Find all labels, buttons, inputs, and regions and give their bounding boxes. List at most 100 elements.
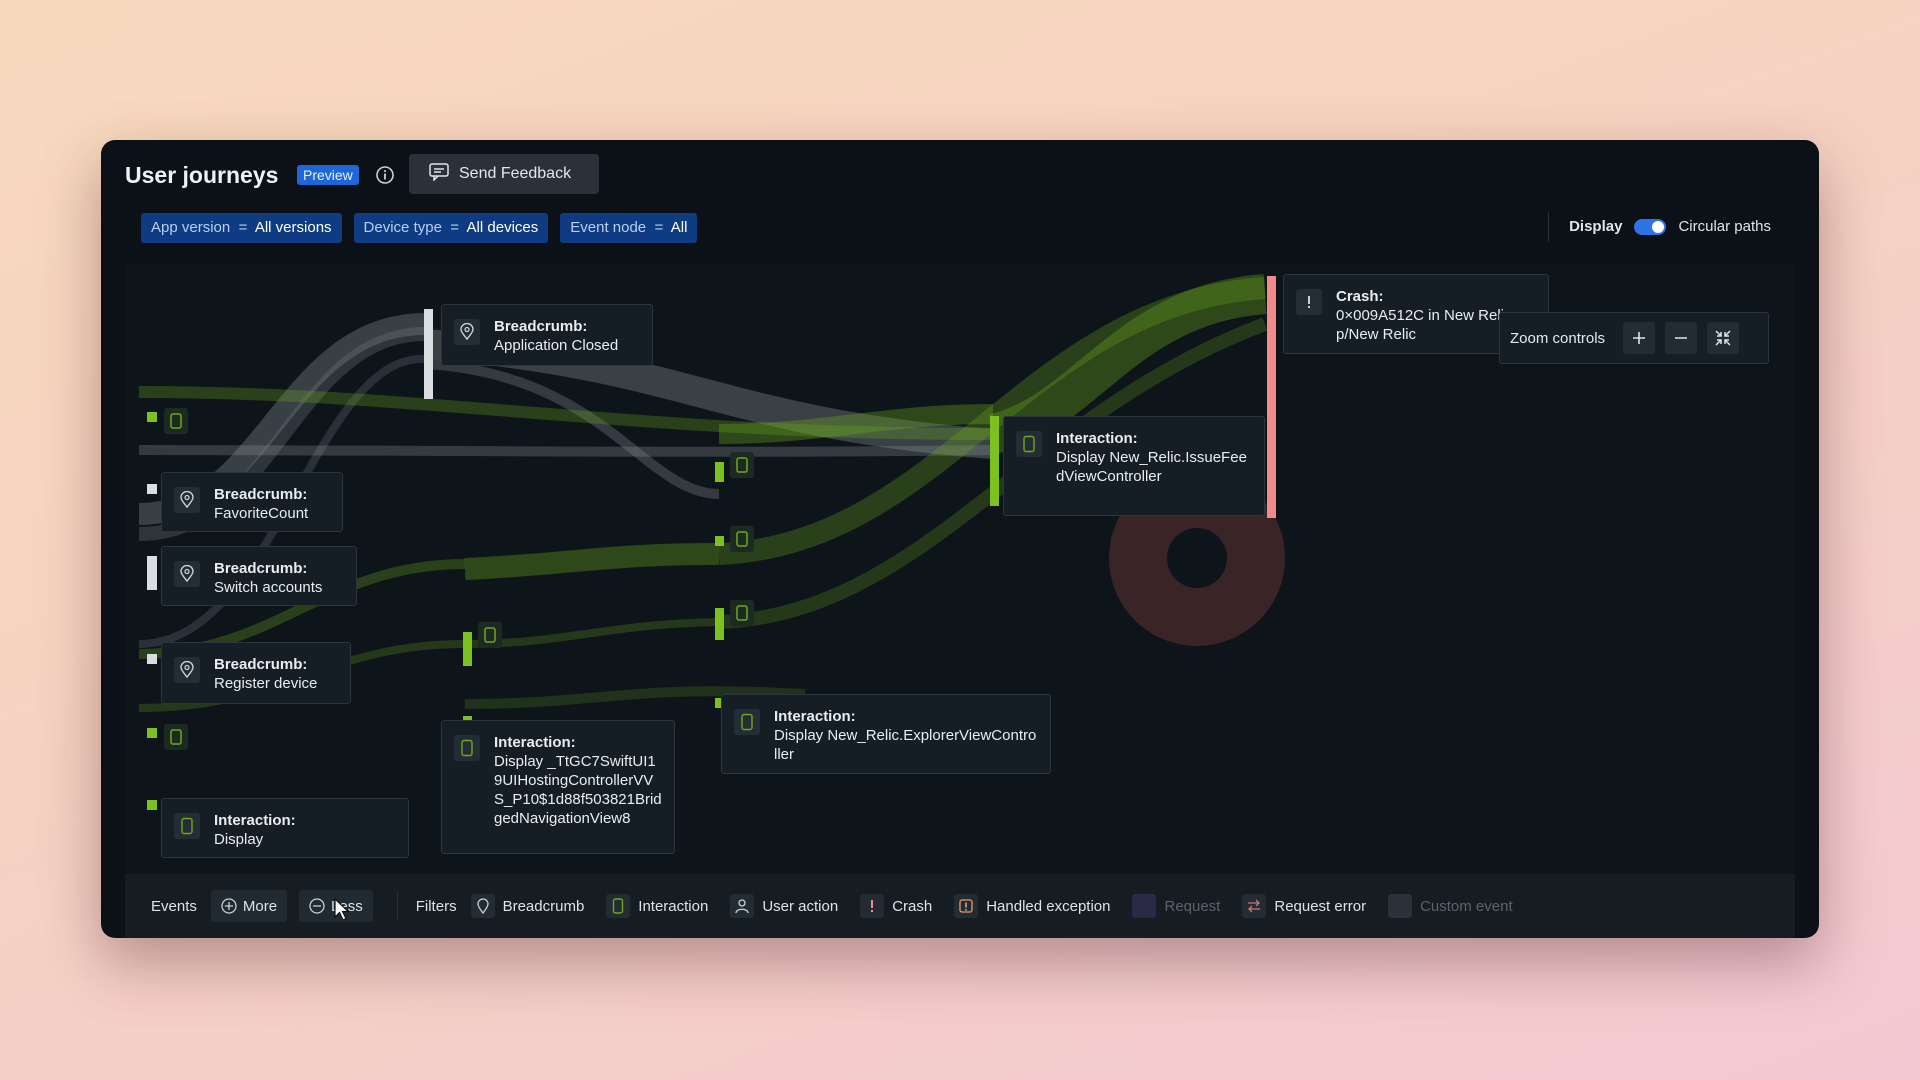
collapse-arrows-icon	[1715, 330, 1731, 346]
swap-arrows-icon	[1242, 894, 1267, 918]
zoom-controls: Zoom controls	[1499, 312, 1769, 364]
request-icon	[1132, 894, 1157, 918]
filter-label: Interaction	[638, 897, 709, 915]
filter-value: All devices	[466, 219, 539, 236]
send-feedback-label: Send Feedback	[459, 165, 572, 182]
filter-custom-event[interactable]: Custom event	[1388, 894, 1513, 918]
zoom-label: Zoom controls	[1510, 329, 1606, 347]
zoom-out-button[interactable]	[1665, 322, 1698, 354]
node-description: Display _TtGC7SwiftUI19UIHostingControll…	[494, 753, 662, 827]
preview-badge: Preview	[297, 165, 359, 185]
divider	[1548, 212, 1549, 242]
node-breadcrumb-favoritecount[interactable]: Breadcrumb: FavoriteCount	[161, 472, 343, 532]
flow-path	[138, 445, 994, 457]
node-interaction-explorer-view[interactable]: Interaction: Display New_Relic.ExplorerV…	[721, 694, 1051, 774]
phone-icon[interactable]	[730, 452, 754, 478]
interaction-bar	[715, 608, 724, 640]
node-breadcrumb-switch-accounts[interactable]: Breadcrumb: Switch accounts	[161, 546, 357, 606]
filter-handled-exception[interactable]: Handled exception	[954, 894, 1110, 918]
filter-label: Custom event	[1420, 897, 1513, 915]
interaction-bar	[715, 698, 724, 708]
node-title: Breadcrumb:	[214, 560, 308, 577]
node-description: Display New_Relic.ExplorerViewController	[774, 727, 1037, 763]
chat-icon	[429, 162, 449, 186]
pin-icon	[174, 657, 200, 683]
flow-path	[138, 386, 994, 440]
info-icon[interactable]	[375, 165, 395, 185]
fit-to-screen-button[interactable]	[1707, 322, 1740, 354]
filter-event-node[interactable]: Event node = All	[560, 213, 698, 243]
flow-path	[464, 618, 720, 648]
phone-icon	[174, 813, 200, 839]
node-breadcrumb-register-device[interactable]: Breadcrumb: Register device	[161, 642, 351, 704]
interaction-bar	[147, 800, 157, 810]
phone-icon[interactable]	[730, 600, 754, 626]
circular-paths-label: Circular paths	[1678, 218, 1771, 235]
legend-bar: Events More Less Filters Breadcrumb Inte…	[125, 874, 1795, 938]
phone-icon[interactable]	[164, 724, 188, 750]
flow-paths	[138, 274, 1285, 810]
interaction-bar	[715, 536, 724, 546]
circular-paths-toggle[interactable]	[1634, 218, 1667, 235]
node-interaction-display[interactable]: Interaction: Display	[161, 798, 409, 858]
interaction-bar	[147, 728, 157, 738]
header: User journeys Preview Send Feedback	[101, 140, 1819, 204]
node-breadcrumb-application-closed[interactable]: Breadcrumb: Application Closed	[441, 304, 653, 366]
node-title: Breadcrumb:	[214, 486, 308, 503]
filter-app-version[interactable]: App version = All versions	[141, 213, 342, 243]
filter-operator: =	[450, 219, 460, 236]
filter-request[interactable]: Request	[1132, 894, 1220, 918]
node-title: Breadcrumb:	[214, 656, 308, 673]
filter-key: Device type	[363, 219, 442, 236]
plus-icon	[1633, 332, 1646, 344]
node-title: Interaction:	[214, 812, 296, 829]
node-title: Breadcrumb:	[494, 318, 588, 335]
filter-label: Request error	[1274, 897, 1367, 915]
minus-icon	[1675, 337, 1688, 339]
more-events-button[interactable]: More	[210, 890, 288, 922]
minus-circle-icon	[309, 898, 325, 914]
filter-breadcrumb[interactable]: Breadcrumb	[470, 894, 585, 918]
filter-user-action[interactable]: User action	[730, 894, 838, 918]
phone-icon[interactable]	[164, 408, 188, 434]
phone-icon[interactable]	[478, 622, 502, 648]
filter-key: App version	[151, 219, 231, 236]
node-description: Display New_Relic.IssueFeedViewControlle…	[1056, 449, 1247, 485]
filter-interaction[interactable]: Interaction	[606, 894, 708, 918]
zoom-in-button[interactable]	[1623, 322, 1656, 354]
exclamation-icon	[860, 894, 885, 918]
flow-path	[718, 404, 994, 444]
node-title: Crash:	[1336, 288, 1384, 305]
pin-icon	[174, 487, 200, 513]
breadcrumb-bar	[424, 309, 433, 399]
page-title: User journeys	[125, 162, 279, 188]
filter-value: All versions	[254, 219, 332, 236]
flow-path	[464, 543, 720, 580]
crash-loop-hole	[1167, 528, 1227, 588]
exclamation-icon	[1296, 289, 1322, 315]
node-title: Interaction:	[774, 708, 856, 725]
phone-icon	[734, 709, 760, 735]
filter-request-error[interactable]: Request error	[1242, 894, 1366, 918]
phone-icon[interactable]	[730, 526, 754, 552]
filter-operator: =	[238, 219, 248, 236]
filter-device-type[interactable]: Device type = All devices	[353, 213, 549, 243]
filter-label: User action	[762, 897, 839, 915]
custom-event-icon	[1388, 894, 1413, 918]
flow-path	[718, 277, 1266, 565]
filter-label: Breadcrumb	[502, 897, 585, 915]
journey-canvas[interactable]: Breadcrumb: Application Closed Breadcrum…	[125, 264, 1795, 874]
filter-label: Request	[1164, 897, 1221, 915]
node-interaction-swiftui-hosting[interactable]: Interaction: Display _TtGC7SwiftUI19UIHo…	[441, 720, 675, 854]
node-title: Interaction:	[1056, 430, 1138, 447]
send-feedback-button[interactable]: Send Feedback	[409, 154, 599, 194]
node-description: Switch accounts	[214, 579, 323, 596]
flow-path	[718, 317, 1268, 629]
pin-icon	[174, 561, 200, 587]
filter-label: Crash	[892, 897, 933, 915]
node-description: 0×009A512C in New Relic.app/New Relic	[1336, 307, 1533, 343]
display-control: Display Circular paths	[1569, 218, 1771, 235]
filter-key: Event node	[570, 219, 647, 236]
filter-crash[interactable]: Crash	[860, 894, 932, 918]
node-interaction-issue-feed[interactable]: Interaction: Display New_Relic.IssueFeed…	[1003, 416, 1265, 516]
